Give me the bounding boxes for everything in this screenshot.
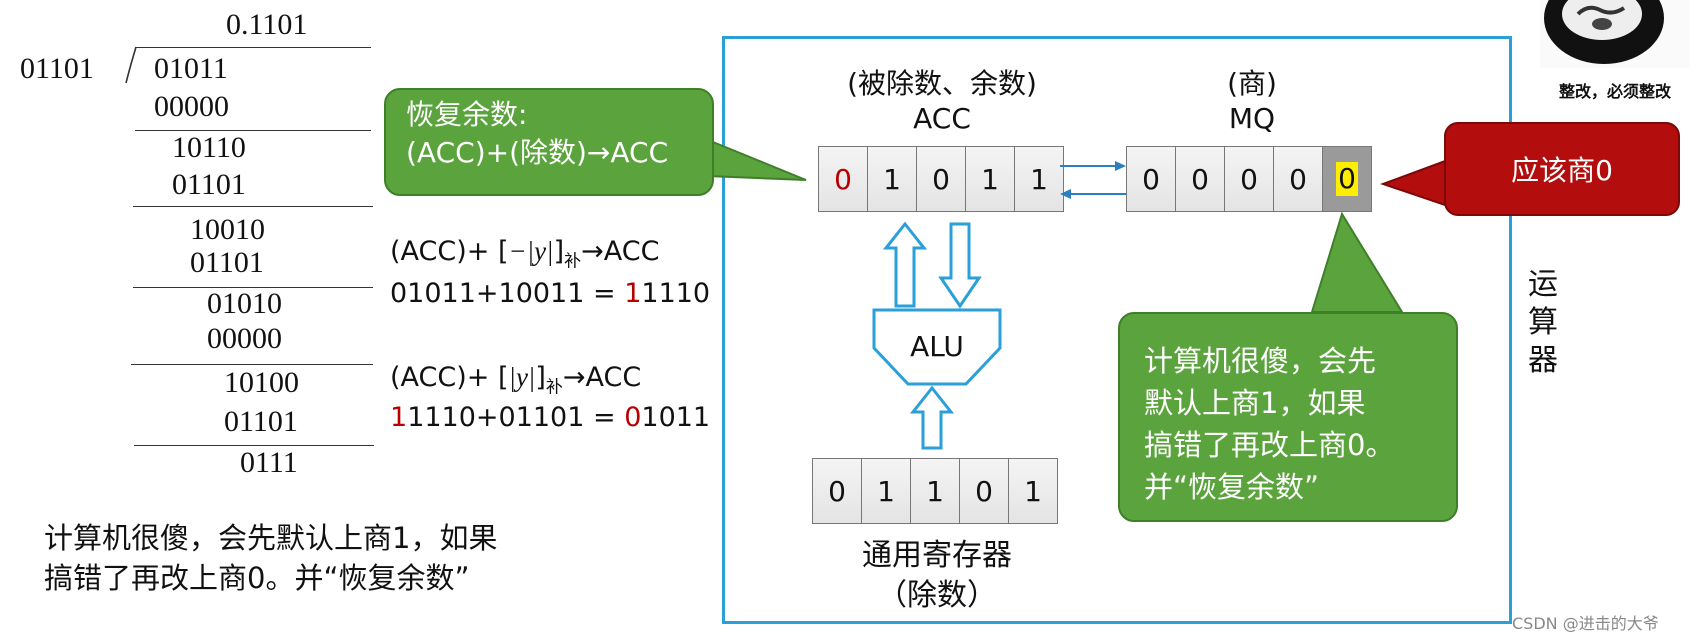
mq-bit-current: 0 [1322, 146, 1372, 212]
alu-label: ALU [910, 330, 964, 363]
watermark: CSDN @进击的大爷 [1512, 614, 1659, 633]
division-line [135, 130, 371, 131]
gpr-bit: 1 [1008, 458, 1058, 524]
gpr-caption: （除数） [877, 578, 997, 613]
division-line [133, 287, 373, 288]
arithmetic-unit-label: 运 算 器 [1528, 267, 1558, 378]
mq-bit: 0 [1175, 146, 1225, 212]
default-quotient-callout: 计算机很傻，会先 默认上商1，如果 搞错了再改上商0。 并“恢复余数” [1118, 312, 1458, 522]
mq-bit: 0 [1224, 146, 1274, 212]
gpr-bit: 0 [959, 458, 1009, 524]
meme-face-icon [1544, 0, 1664, 64]
subtract-formula: (ACC)+ [−|y|]补→ACC [390, 236, 660, 272]
gpr-bit: 1 [910, 458, 960, 524]
bottom-note: 计算机很傻，会先默认上商1，如果 搞错了再改上商0。并“恢复余数” [44, 521, 498, 595]
gpr-bit: 0 [812, 458, 862, 524]
subtract-result: 01011+10011 = 11110 [390, 278, 711, 309]
division-row: 10100 [224, 366, 299, 399]
mq-register: 0 0 0 0 0 [1126, 146, 1372, 212]
mq-bit: 0 [1273, 146, 1323, 212]
acc-caption: (被除数、余数) [847, 67, 1037, 100]
division-row: 10010 [190, 213, 265, 246]
add-formula: (ACC)+ [|y|]补→ACC [390, 362, 642, 398]
division-bracket [125, 46, 137, 84]
division-line [134, 445, 374, 446]
division-row: 01101 [190, 246, 264, 279]
division-row: 01010 [207, 287, 282, 320]
gpr-bit: 1 [861, 458, 911, 524]
mq-bit: 0 [1126, 146, 1176, 212]
division-row: 0111 [240, 446, 298, 479]
division-line [131, 364, 373, 365]
division-bar [135, 47, 371, 48]
acc-bit: 1 [1014, 146, 1064, 212]
division-line [133, 206, 373, 207]
division-row: 10110 [172, 131, 246, 164]
mq-caption: (商) [1227, 67, 1277, 100]
division-row: 00000 [207, 322, 282, 355]
acc-bit: 0 [818, 146, 868, 212]
acc-label: ACC [913, 102, 971, 135]
acc-register: 0 1 0 1 1 [818, 146, 1064, 212]
gpr-label: 通用寄存器 [862, 538, 1012, 573]
division-row: 01101 [224, 405, 298, 438]
acc-bit: 1 [965, 146, 1015, 212]
acc-bit: 1 [867, 146, 917, 212]
arithmetic-unit-frame [722, 36, 1512, 624]
gpr-register: 0 1 1 0 1 [812, 458, 1058, 524]
should-be-zero-callout: 应该商0 [1444, 122, 1680, 216]
mq-label: MQ [1228, 102, 1276, 135]
quotient: 0.1101 [226, 8, 308, 41]
add-result: 11110+01101 = 01011 [390, 402, 711, 433]
meme-image [1540, 0, 1690, 68]
division-row: 01101 [172, 168, 246, 201]
division-row: 01011 [154, 52, 228, 85]
divisor: 01101 [20, 52, 94, 85]
meme-caption: 整改，必须整改 [1558, 82, 1671, 101]
restore-remainder-callout: 恢复余数: (ACC)+(除数)→ACC [384, 88, 714, 196]
division-row: 00000 [154, 90, 229, 123]
